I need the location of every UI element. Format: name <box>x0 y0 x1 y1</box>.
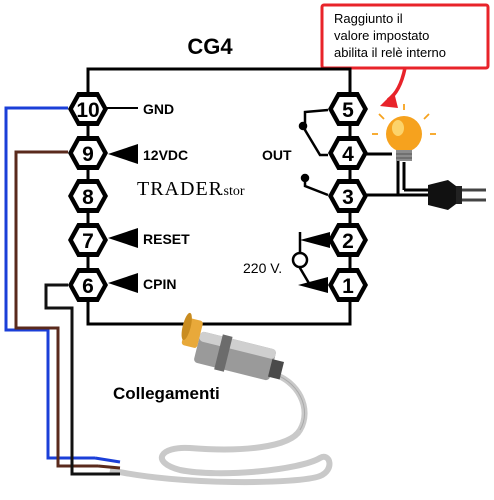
hexagon-pin-face <box>73 97 103 121</box>
left-input-arrows <box>108 144 138 293</box>
hexagon-pin-face <box>333 97 363 121</box>
label-out: OUT <box>262 147 292 163</box>
pin-6: 6 <box>68 268 108 302</box>
pin-3: 3 <box>328 179 368 213</box>
output-wiring <box>366 152 430 197</box>
hexagon-pin-face <box>333 273 363 297</box>
pin-9: 9 <box>68 136 108 170</box>
label-reset: RESET <box>143 231 190 247</box>
pin-1: 1 <box>328 268 368 302</box>
callout-line-3: abilita il relè interno <box>334 45 446 60</box>
plug-icon <box>428 180 486 210</box>
pin-number: 5 <box>342 99 354 122</box>
pin-number: 10 <box>76 99 99 122</box>
callout-line-1: Raggiunto il <box>334 11 403 26</box>
pin-4: 4 <box>328 136 368 170</box>
sensor-wires <box>4 106 100 476</box>
device-title: CG4 <box>187 34 233 59</box>
hexagon-pin-face <box>73 184 103 208</box>
pin-number: 2 <box>342 230 354 253</box>
hexagon-pin-face <box>73 228 103 252</box>
pin-2: 2 <box>328 223 368 257</box>
pin-10: 10 <box>68 92 108 126</box>
hexagon-pin-face <box>333 141 363 165</box>
pin-number: 1 <box>342 275 354 298</box>
pin-number: 7 <box>82 230 94 253</box>
callout-arrow-icon <box>380 67 407 108</box>
label-220v: 220 V. <box>243 260 282 276</box>
pin-7: 7 <box>68 223 108 257</box>
label-gnd: GND <box>143 101 174 117</box>
relay-contacts <box>291 108 329 287</box>
bulb-icon <box>372 104 436 161</box>
pin-number: 3 <box>342 186 354 209</box>
pin-number: 6 <box>82 275 94 298</box>
hexagon-pin-face <box>73 273 103 297</box>
left-pin-column: 10 9 8 7 6 <box>68 92 108 302</box>
watermark-suffix: .stor <box>220 184 245 199</box>
label-12vdc: 12VDC <box>143 147 188 163</box>
right-pin-column: 5 4 3 2 1 <box>328 92 368 302</box>
pin-number: 4 <box>342 143 354 166</box>
pin-5: 5 <box>328 92 368 126</box>
pin-number: 9 <box>82 143 94 166</box>
hexagon-pin-face <box>333 184 363 208</box>
callout: Raggiunto il valore impostato abilita il… <box>320 3 490 70</box>
proximity-sensor-icon <box>94 312 333 486</box>
right-input-arrows <box>298 232 330 293</box>
callout-line-2: valore impostato <box>334 28 429 43</box>
watermark-main: TRADER <box>137 178 223 200</box>
pin-number: 8 <box>82 186 94 209</box>
pin-8: 8 <box>68 179 108 213</box>
sensor-caption: Collegamenti <box>113 384 220 403</box>
hexagon-pin-face <box>333 228 363 252</box>
hexagon-pin-face <box>73 141 103 165</box>
label-cpin: CPIN <box>143 276 176 292</box>
